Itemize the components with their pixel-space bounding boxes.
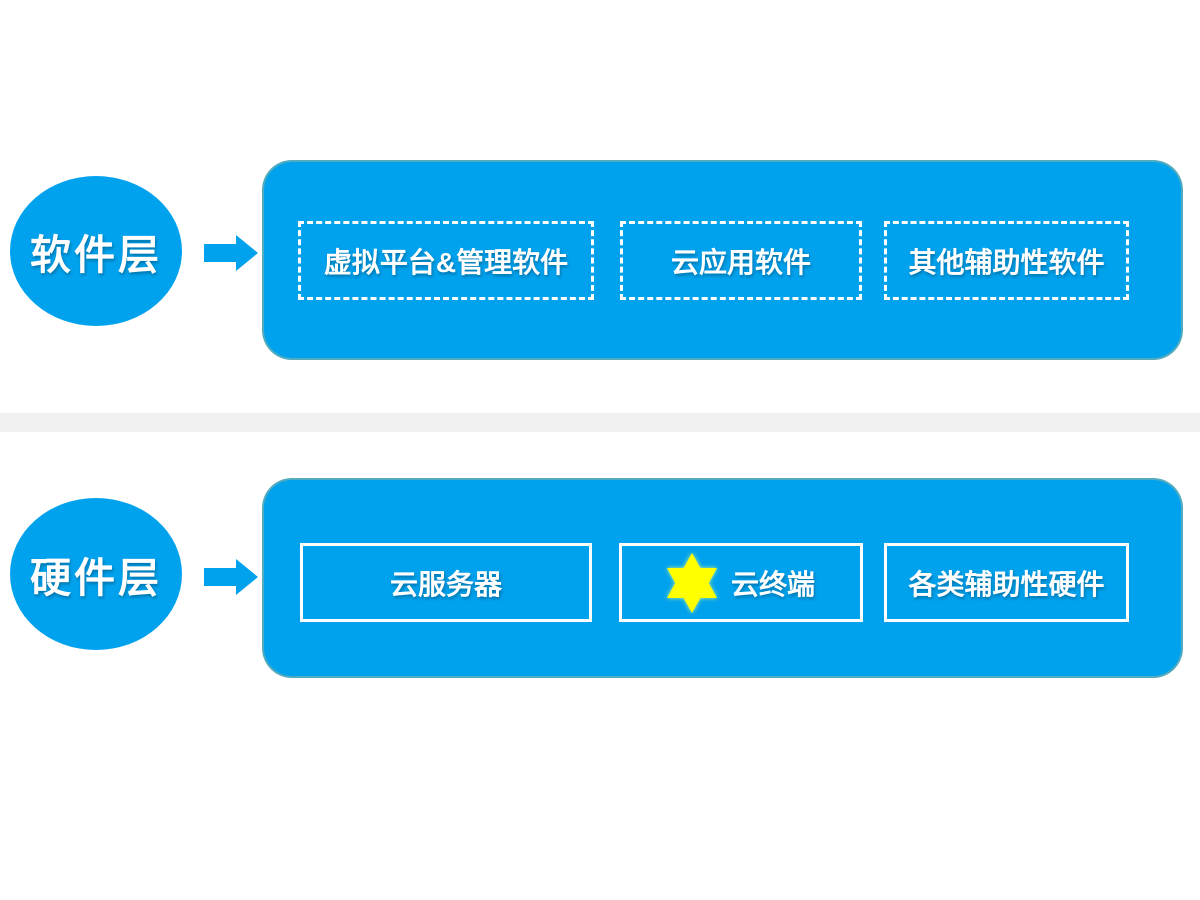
software-box-label: 虚拟平台&管理软件 [323, 246, 569, 278]
hardware-layer-label: 硬件层 [30, 555, 162, 601]
hardware-box-cloud-terminal: 云终端 [619, 543, 863, 622]
hardware-layer-circle: 硬件层 [10, 498, 182, 650]
software-box-cloud-apps: 云应用软件 [620, 221, 862, 300]
hardware-box-label: 云终端 [730, 568, 815, 600]
hardware-box-cloud-server: 云服务器 [300, 543, 592, 622]
software-box-label: 其他辅助性软件 [908, 246, 1105, 278]
star-icon [666, 552, 717, 613]
hardware-box-auxiliary-hardware: 各类辅助性硬件 [884, 543, 1129, 622]
software-box-virtual-platform: 虚拟平台&管理软件 [298, 221, 594, 300]
software-layer-label: 软件层 [30, 232, 162, 278]
section-divider [0, 413, 1200, 432]
software-layer-circle: 软件层 [10, 176, 182, 326]
hardware-box-label: 各类辅助性硬件 [908, 568, 1105, 600]
arrow-right-icon [204, 235, 258, 271]
hardware-box-label: 云服务器 [389, 568, 502, 600]
hardware-layer-panel: 云服务器 云终端 各类辅助性硬件 [262, 478, 1183, 678]
arrow-right-icon [204, 559, 258, 595]
software-layer-panel: 虚拟平台&管理软件 云应用软件 其他辅助性软件 [262, 160, 1183, 360]
software-box-other-auxiliary: 其他辅助性软件 [884, 221, 1129, 300]
software-box-label: 云应用软件 [670, 246, 811, 278]
